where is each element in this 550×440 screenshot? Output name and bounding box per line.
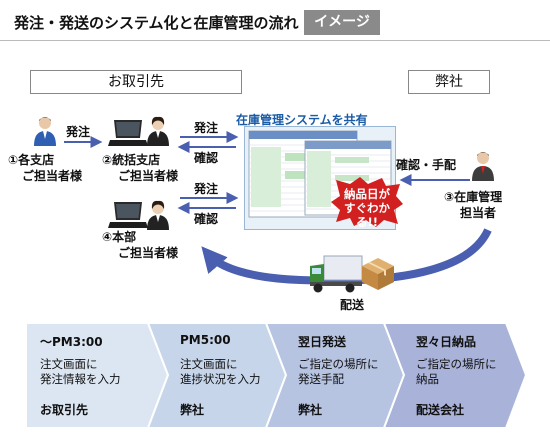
step-desc-line: 注文画面に [180,357,238,371]
step-heading: PM5:00 [180,333,231,347]
order-label-3: 発注 [194,182,219,196]
central-branch-label: ②統括支店 [102,153,161,167]
delivery-date-callout: 納品日が すぐわかる!! [336,182,398,229]
confirm-arrange-label: 確認・手配 [396,158,457,172]
step-desc-line: 発送手配 [298,372,344,386]
hq-label: ④本部 [102,230,137,244]
person-icon [147,116,169,146]
order-label-1: 発注 [66,125,91,139]
confirm-label-3: 確認 [194,212,219,226]
step-chevron-2 [146,323,288,428]
image-badge: イメージ [304,10,380,35]
step-heading: 翌々日納品 [416,335,477,349]
system-title: 在庫管理システムを共有 [236,113,368,127]
step-chevron-3 [264,323,406,428]
step-description: 注文画面に 進捗状況を入力 [180,357,261,387]
step-heading: 翌日発送 [298,335,347,349]
box-icon [362,258,394,290]
branch-sub-label: ご担当者様 [22,169,83,183]
header-divider [0,40,550,41]
step-desc-line: ご指定の場所に [298,357,379,371]
central-branch-sub-label: ご担当者様 [118,169,179,183]
step-desc-line: 注文画面に [40,357,98,371]
step-desc-line: ご指定の場所に [416,357,497,371]
page-title: 発注・発送のシステム化と在庫管理の流れ [14,14,299,32]
step-desc-line: 発注情報を入力 [40,372,121,386]
step-desc-line: 進捗状況を入力 [180,372,261,386]
step-chevron-4 [382,323,526,428]
callout-line-2: すぐわかる!! [344,201,390,229]
our-company-label: 弊社 [408,70,490,94]
truck-icon [310,255,363,293]
step-actor: 弊社 [298,403,323,417]
delivery-label: 配送 [340,298,365,312]
process-flow: ～PM3:00 注文画面に 発注情報を入力 お取引先 PM5:00 注文画面に … [26,323,526,428]
step-actor: 配送会社 [416,403,465,417]
flow-step: 翌々日納品 ご指定の場所に 納品 配送会社 [402,323,522,428]
step-description: ご指定の場所に 発送手配 [298,357,379,387]
process-chevrons [26,323,526,428]
step-actor: お取引先 [40,403,89,417]
laptop-icon [108,202,148,228]
step-desc-line: 納品 [416,372,439,386]
branch-label: ①各支店 [8,153,55,167]
manager-sub-label: 担当者 [460,206,497,220]
flow-step: PM5:00 注文画面に 進捗状況を入力 弊社 [166,323,286,428]
order-label-2: 発注 [194,121,219,135]
step-actor: 弊社 [180,403,205,417]
person-icon [472,152,494,181]
person-icon [34,117,56,146]
step-heading: ～PM3:00 [40,335,103,349]
client-party-label: お取引先 [30,70,242,94]
confirm-label-2: 確認 [194,151,219,165]
flow-step: 翌日発送 ご指定の場所に 発送手配 弊社 [284,323,404,428]
laptop-icon [108,120,148,146]
callout-burst [331,177,403,227]
person-icon [147,200,169,230]
callout-line-1: 納品日が [344,187,390,201]
hq-sub-label: ご担当者様 [118,246,179,260]
header: 発注・発送のシステム化と在庫管理の流れ イメージ [0,0,550,42]
step-description: ご指定の場所に 納品 [416,357,497,387]
step-description: 注文画面に 発注情報を入力 [40,357,121,387]
flow-step: ～PM3:00 注文画面に 発注情報を入力 お取引先 [26,323,166,428]
manager-label: ③在庫管理 [444,190,503,204]
